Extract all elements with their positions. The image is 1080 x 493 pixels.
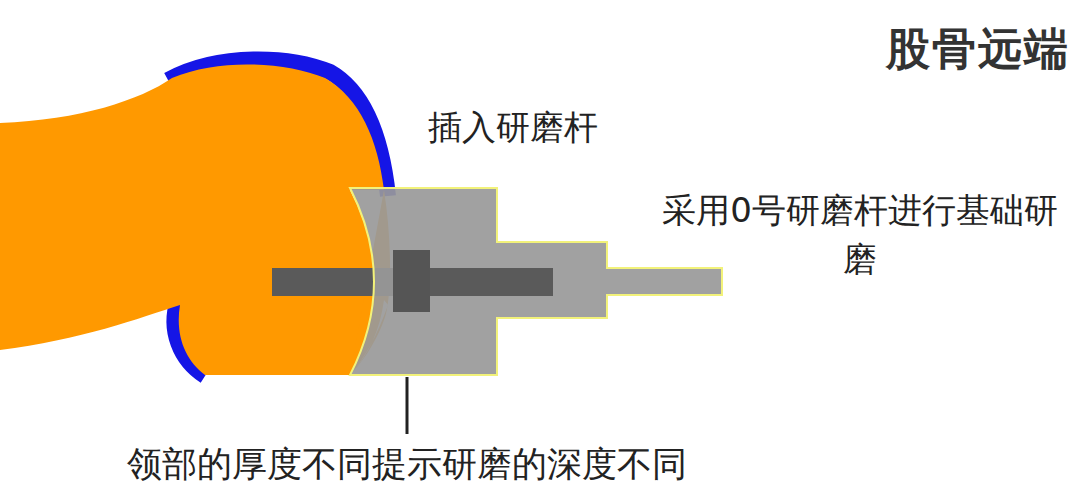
caption-note: 领部的厚度不同提示研磨的深度不同: [127, 440, 687, 489]
reamer-hub: [393, 250, 430, 312]
part-label: 插入研磨杆: [428, 104, 598, 152]
note-label: 采用0号研磨杆进行基础研磨: [660, 186, 1060, 285]
leader-line: [406, 377, 409, 434]
distal-femur: [0, 64, 384, 375]
diagram-title: 股骨远端: [886, 18, 1070, 80]
